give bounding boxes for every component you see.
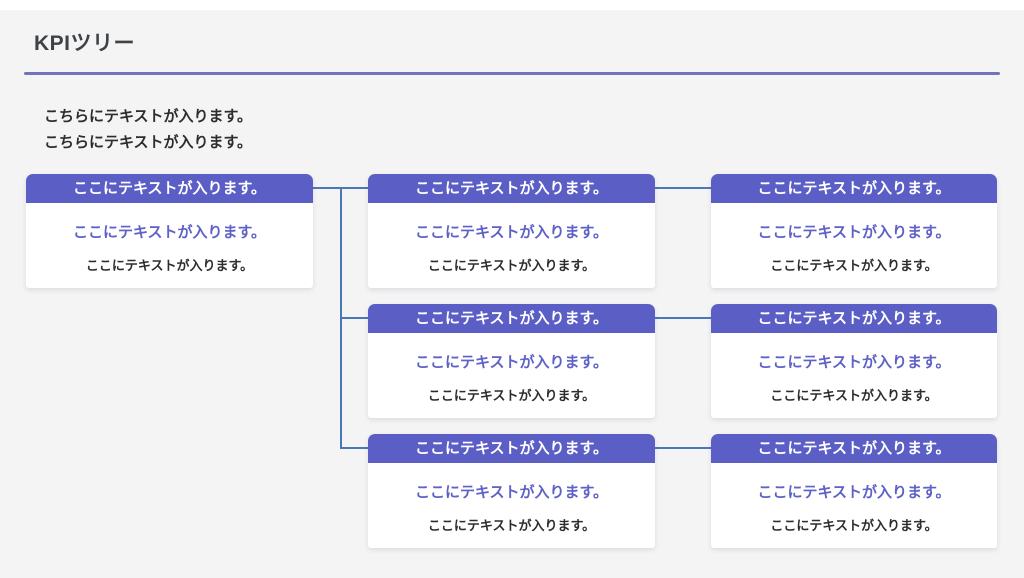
kpi-card-header: ここにテキストが入ります。 (711, 304, 997, 333)
connector-trunk-vertical (340, 187, 342, 449)
title-divider (24, 72, 1000, 75)
kpi-card-secondary-text: ここにテキストが入ります。 (427, 258, 596, 273)
kpi-card-secondary-text: ここにテキストが入ります。 (770, 388, 938, 403)
kpi-card-primary-text: ここにテキストが入ります。 (757, 354, 951, 371)
connector-middle-to-right-1 (655, 187, 711, 189)
kpi-card-primary-text: ここにテキストが入ります。 (414, 484, 609, 501)
kpi-card-header: ここにテキストが入ります。 (711, 174, 997, 203)
kpi-card-primary-text: ここにテキストが入ります。 (757, 484, 951, 501)
kpi-card-secondary-text: ここにテキストが入ります。 (85, 258, 254, 273)
kpi-card-header: ここにテキストが入ります。 (26, 174, 313, 203)
kpi-card-secondary-text: ここにテキストが入ります。 (770, 518, 938, 533)
intro-text: こちらにテキストが入ります。 こちらにテキストが入ります。 (44, 104, 252, 156)
kpi-card-header: ここにテキストが入ります。 (368, 174, 655, 203)
connector-middle-to-right-2 (655, 317, 711, 319)
kpi-card-body: ここにテキストが入ります。 ここにテキストが入ります。 (711, 333, 997, 404)
kpi-card-header: ここにテキストが入ります。 (711, 434, 997, 463)
page-title: KPIツリー (34, 32, 136, 55)
connector-trunk-to-middle-3 (342, 447, 368, 449)
kpi-card-primary-text: ここにテキストが入ります。 (414, 354, 609, 371)
kpi-card-primary-text: ここにテキストが入ります。 (757, 224, 951, 241)
kpi-card-level3-3: ここにテキストが入ります。 ここにテキストが入ります。 ここにテキストが入ります… (711, 434, 997, 548)
connector-middle-to-right-3 (655, 447, 711, 449)
kpi-card-root: ここにテキストが入ります。 ここにテキストが入ります。 ここにテキストが入ります… (26, 174, 313, 288)
kpi-card-secondary-text: ここにテキストが入ります。 (770, 258, 938, 273)
kpi-card-level2-3: ここにテキストが入ります。 ここにテキストが入ります。 ここにテキストが入ります… (368, 434, 655, 548)
kpi-card-body: ここにテキストが入ります。 ここにテキストが入ります。 (368, 203, 655, 274)
kpi-card-primary-text: ここにテキストが入ります。 (72, 224, 267, 241)
kpi-card-level2-1: ここにテキストが入ります。 ここにテキストが入ります。 ここにテキストが入ります… (368, 174, 655, 288)
kpi-card-body: ここにテキストが入ります。 ここにテキストが入ります。 (711, 463, 997, 534)
kpi-card-level2-2: ここにテキストが入ります。 ここにテキストが入ります。 ここにテキストが入ります… (368, 304, 655, 418)
top-strip (0, 0, 1024, 10)
kpi-card-level3-1: ここにテキストが入ります。 ここにテキストが入ります。 ここにテキストが入ります… (711, 174, 997, 288)
kpi-card-header: ここにテキストが入ります。 (368, 304, 655, 333)
kpi-card-body: ここにテキストが入ります。 ここにテキストが入ります。 (368, 463, 655, 534)
kpi-card-primary-text: ここにテキストが入ります。 (414, 224, 609, 241)
intro-line-1: こちらにテキストが入ります。 (44, 108, 253, 125)
kpi-card-header: ここにテキストが入ります。 (368, 434, 655, 463)
intro-line-2: こちらにテキストが入ります。 (44, 134, 253, 151)
kpi-card-body: ここにテキストが入ります。 ここにテキストが入ります。 (26, 203, 313, 274)
kpi-card-secondary-text: ここにテキストが入ります。 (427, 518, 596, 533)
kpi-card-level3-2: ここにテキストが入ります。 ここにテキストが入ります。 ここにテキストが入ります… (711, 304, 997, 418)
kpi-card-body: ここにテキストが入ります。 ここにテキストが入ります。 (368, 333, 655, 404)
kpi-card-body: ここにテキストが入ります。 ここにテキストが入ります。 (711, 203, 997, 274)
connector-trunk-to-middle-2 (342, 317, 368, 319)
kpi-card-secondary-text: ここにテキストが入ります。 (427, 388, 596, 403)
